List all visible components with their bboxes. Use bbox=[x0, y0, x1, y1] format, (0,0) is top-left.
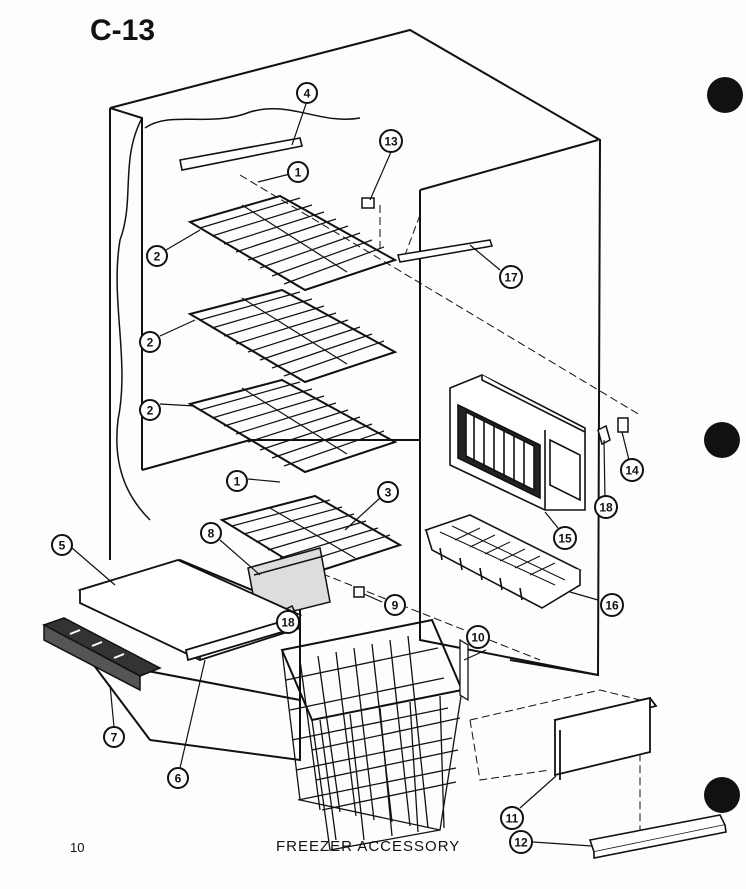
small-parts bbox=[247, 197, 629, 621]
callout-13: 13 bbox=[379, 129, 403, 153]
callout-1-lower: 1 bbox=[226, 470, 248, 492]
svg-text:2: 2 bbox=[147, 404, 154, 418]
svg-text:5: 5 bbox=[59, 539, 66, 553]
callout-7: 7 bbox=[103, 726, 125, 748]
callout-2-lower: 2 bbox=[139, 399, 161, 421]
svg-text:8: 8 bbox=[208, 527, 215, 541]
svg-text:1: 1 bbox=[295, 166, 302, 180]
callout-8: 8 bbox=[200, 522, 222, 544]
svg-text:17: 17 bbox=[504, 271, 518, 285]
callout-6: 6 bbox=[167, 767, 189, 789]
svg-text:16: 16 bbox=[605, 599, 619, 613]
part-17-rail bbox=[397, 239, 493, 263]
registration-dot-bottom bbox=[704, 777, 740, 813]
drawer-cover bbox=[77, 559, 303, 662]
callout-17: 17 bbox=[499, 265, 523, 289]
svg-text:7: 7 bbox=[111, 731, 118, 745]
front-trim bbox=[42, 617, 162, 692]
callout-14: 14 bbox=[620, 458, 644, 482]
callout-9: 9 bbox=[384, 594, 406, 616]
leader-lines bbox=[71, 103, 630, 847]
svg-text:11: 11 bbox=[506, 812, 519, 826]
part-9-clip bbox=[353, 586, 365, 598]
callout-2-middle: 2 bbox=[139, 331, 161, 353]
svg-text:1: 1 bbox=[234, 475, 241, 489]
page-number: 10 bbox=[70, 840, 85, 855]
callout-15: 15 bbox=[553, 526, 577, 550]
svg-text:3: 3 bbox=[385, 486, 392, 500]
svg-text:6: 6 bbox=[175, 772, 182, 786]
svg-text:9: 9 bbox=[392, 599, 399, 613]
svg-text:4: 4 bbox=[304, 87, 311, 101]
svg-text:14: 14 bbox=[625, 464, 639, 478]
callout-16: 16 bbox=[600, 593, 624, 617]
wire-shelf-lower bbox=[187, 378, 398, 474]
svg-text:12: 12 bbox=[514, 836, 528, 850]
svg-text:13: 13 bbox=[384, 135, 398, 149]
wire-shelf-bottom bbox=[219, 494, 403, 576]
ice-bucket bbox=[449, 374, 586, 511]
svg-text:2: 2 bbox=[147, 336, 154, 350]
top-rail bbox=[179, 137, 303, 171]
wire-shelves bbox=[187, 194, 403, 576]
callout-10: 10 bbox=[466, 625, 490, 649]
callout-18-lower: 18 bbox=[276, 610, 300, 634]
registration-marks bbox=[704, 77, 743, 813]
callout-4: 4 bbox=[296, 82, 318, 104]
callout-12: 12 bbox=[509, 830, 533, 854]
alignment-lines bbox=[239, 174, 641, 840]
callout-11: 11 bbox=[500, 806, 524, 830]
diagram-caption: FREEZER ACCESSORY bbox=[276, 838, 461, 855]
wire-shelf-upper bbox=[187, 194, 398, 292]
part-13-clip bbox=[361, 197, 375, 209]
svg-text:18: 18 bbox=[281, 616, 295, 630]
registration-dot-middle bbox=[704, 422, 740, 458]
callout-1-top: 1 bbox=[287, 161, 309, 183]
svg-text:10: 10 bbox=[471, 631, 485, 645]
registration-dot-top bbox=[707, 77, 743, 113]
diagram-code: C-13 bbox=[90, 14, 156, 47]
svg-text:18: 18 bbox=[599, 501, 613, 515]
hinge-strip bbox=[588, 814, 727, 859]
part-18-screw bbox=[597, 424, 611, 446]
ice-tray bbox=[423, 514, 582, 609]
callout-5: 5 bbox=[51, 534, 73, 556]
callout-18-right: 18 bbox=[594, 495, 618, 519]
wire-shelf-middle bbox=[187, 288, 398, 384]
wire-basket bbox=[280, 618, 469, 851]
svg-text:2: 2 bbox=[154, 250, 161, 264]
door-shelf-panel bbox=[553, 696, 658, 780]
callout-3: 3 bbox=[377, 481, 399, 503]
callouts: 1 1 2 2 2 3 4 5 6 7 8 9 10 11 12 13 14 1… bbox=[51, 82, 644, 854]
callout-2-upper: 2 bbox=[146, 245, 168, 267]
part-14-clip bbox=[617, 417, 629, 433]
svg-text:15: 15 bbox=[558, 532, 572, 546]
